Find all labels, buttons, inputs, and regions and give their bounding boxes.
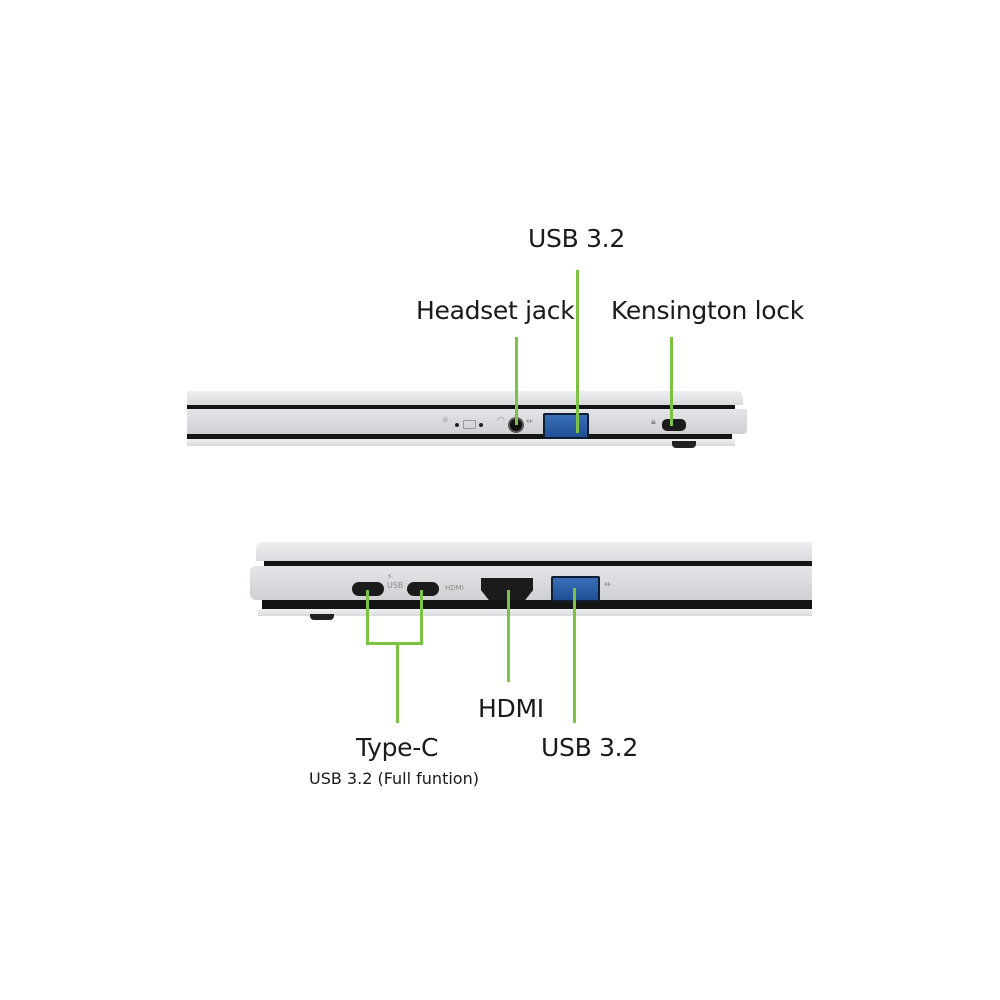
headset-callout-line <box>515 337 518 425</box>
typec-join-line <box>366 642 423 645</box>
label-typec-sub: USB 3.2 (Full funtion) <box>309 769 479 788</box>
laptop-lid <box>256 542 812 561</box>
usb-bottom-callout-line <box>573 588 576 723</box>
rubber-foot <box>672 441 696 448</box>
typec-port-2 <box>407 582 439 596</box>
label-usb-bottom: USB 3.2 <box>541 733 638 762</box>
kensington-lock-slot <box>662 419 686 431</box>
hdmi-callout-line <box>507 590 510 682</box>
base-bottom-gap <box>187 434 732 439</box>
typec-marking-icon: ⚡USB <box>387 572 404 590</box>
usb-icon: ⇷ <box>604 580 612 590</box>
lid-gap <box>264 561 812 566</box>
usb-top-callout-line <box>576 270 579 433</box>
lid-gap <box>187 405 735 409</box>
laptop-lid <box>187 391 743 405</box>
headset-icon: ◠ <box>497 416 505 426</box>
rubber-foot <box>310 614 334 620</box>
base-bottom-edge <box>258 609 812 616</box>
typec-stem-line <box>396 642 399 723</box>
power-light-icon: ☼ <box>441 416 450 426</box>
typec-port-1 <box>352 582 384 596</box>
battery-led <box>479 423 483 427</box>
label-headset-jack: Headset jack <box>416 296 575 325</box>
usb-port-top <box>543 413 589 439</box>
base-bottom-gap <box>262 600 812 609</box>
battery-light-icon <box>463 420 476 429</box>
label-hdmi: HDMI <box>478 694 544 723</box>
hdmi-marking: HDMI <box>445 584 464 592</box>
laptop-base <box>187 409 747 434</box>
typec-2-callout-line <box>420 590 423 644</box>
kensington-callout-line <box>670 337 673 426</box>
lock-icon: 🔒︎ <box>651 417 656 427</box>
label-typec: Type-C <box>356 733 439 762</box>
base-bottom-edge <box>187 439 735 446</box>
label-usb-top: USB 3.2 <box>528 224 625 253</box>
typec-1-callout-line <box>366 590 369 644</box>
usb-icon: ⇷ <box>526 417 534 427</box>
label-kensington-lock: Kensington lock <box>611 296 804 325</box>
power-led <box>455 423 459 427</box>
hdmi-port <box>481 578 533 600</box>
